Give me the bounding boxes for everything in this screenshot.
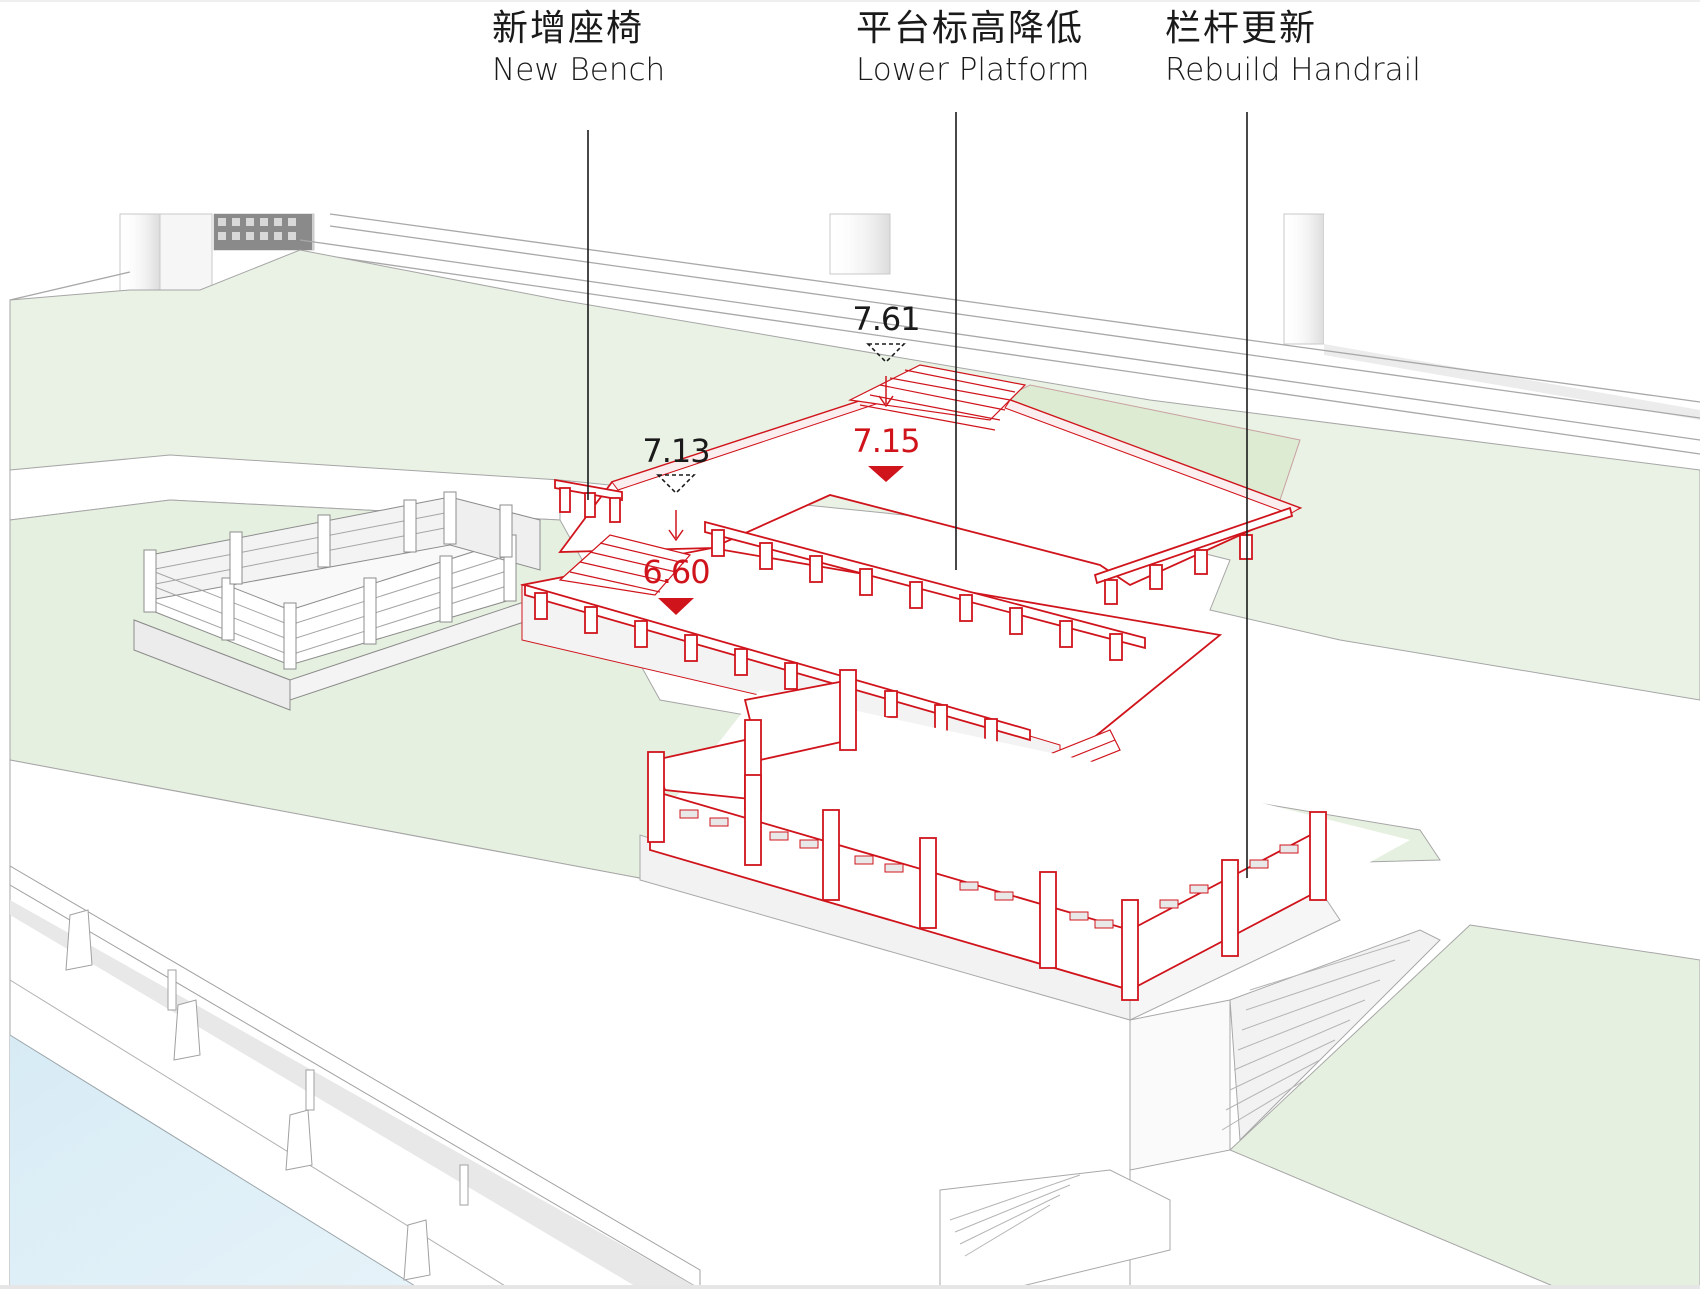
road-lines bbox=[9, 213, 1700, 455]
stairs-lower bbox=[939, 929, 1441, 1289]
elevation-lower-old: 7.13 bbox=[642, 432, 710, 470]
annotation-zh: 栏杆更新 bbox=[1165, 8, 1318, 49]
annotation-en: Lower Platform bbox=[856, 52, 1090, 88]
elevation-upper-old: 7.61 bbox=[852, 300, 920, 338]
river-balustrade bbox=[9, 865, 701, 1289]
annotation-rebuild-handrail: 栏杆更新 Rebuild Handrail bbox=[1165, 8, 1421, 90]
annotation-en: Rebuild Handrail bbox=[1165, 52, 1421, 88]
elevation-lower-new: 6.60 bbox=[642, 553, 710, 591]
new-level-triangle-icon bbox=[868, 466, 904, 482]
lattice-screen bbox=[214, 214, 312, 250]
annotation-new-bench: 新增座椅 New Bench bbox=[492, 8, 665, 90]
elevation-upper-new: 7.15 bbox=[852, 422, 920, 460]
annotation-zh: 平台标高降低 bbox=[856, 8, 1085, 49]
old-level-triangle-icon bbox=[656, 474, 696, 495]
annotation-lower-platform: 平台标高降低 Lower Platform bbox=[856, 8, 1089, 90]
annotation-en: New Bench bbox=[492, 52, 666, 88]
annotation-zh: 新增座椅 bbox=[492, 8, 645, 49]
old-level-triangle-icon bbox=[866, 343, 906, 364]
renovated-platform bbox=[520, 364, 1410, 1021]
frame-bottom-edge bbox=[0, 1285, 1700, 1289]
new-level-triangle-icon bbox=[658, 598, 694, 615]
elevation-marker-lower bbox=[656, 474, 696, 615]
elevation-marker-upper bbox=[866, 343, 906, 482]
lattice-pavilion bbox=[133, 491, 541, 711]
leader-lines bbox=[587, 112, 1248, 878]
frame-top-edge bbox=[0, 0, 1700, 2]
grass-right-lower bbox=[1229, 924, 1700, 1289]
